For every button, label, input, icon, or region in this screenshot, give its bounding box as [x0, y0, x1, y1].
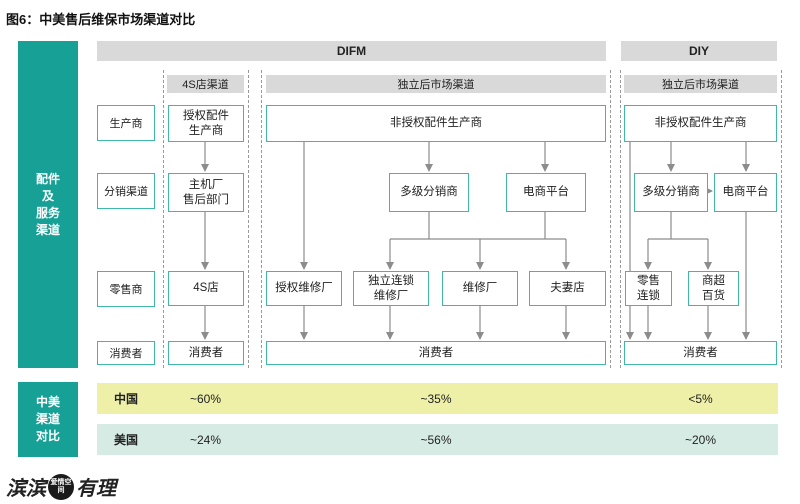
box-line: 非授权配件生产商 — [390, 117, 482, 129]
box-line: 百货 — [702, 289, 725, 302]
box-distributor-diy: 多级分销商 — [634, 173, 708, 212]
country-label-china: 中国 — [113, 392, 138, 406]
sidebar-comparison-label: 中美 渠道 对比 — [18, 382, 78, 457]
row-label-distribution: 分销渠道 — [97, 173, 155, 209]
box-line: 主机厂 — [188, 178, 224, 191]
sidebar-line: 渠道 — [35, 412, 60, 426]
box-line: 维修厂 — [462, 282, 498, 294]
box-ecommerce-diy: 电商平台 — [714, 173, 777, 212]
box-line: 生产商 — [188, 124, 224, 137]
share-dealer-usa: ~24% — [189, 432, 222, 447]
sidebar-parts-service-label: 配件 及 服务 渠道 — [18, 41, 78, 368]
box-supermarket: 商超 百货 — [688, 271, 739, 306]
row-label-consumer: 消费者 — [97, 341, 155, 365]
box-line: 连锁 — [637, 289, 660, 302]
box-line: 独立连锁 — [368, 274, 414, 287]
box-line: 多级分销商 — [642, 186, 700, 198]
box-line: 多级分销商 — [400, 186, 458, 198]
box-nonoem-producer-difm: 非授权配件生产商 — [266, 105, 606, 142]
row-label-producer: 生产商 — [97, 105, 155, 141]
group-divider — [610, 70, 611, 368]
sidebar-line: 渠道 — [35, 222, 60, 237]
header-difm: DIFM — [97, 41, 606, 61]
box-line: 授权配件 — [183, 109, 229, 122]
box-authorized-repair: 授权维修厂 — [266, 271, 342, 306]
box-line: 零售 — [637, 274, 660, 287]
sidebar-line: 中美 — [35, 395, 60, 409]
box-retail-chain: 零售 连锁 — [625, 271, 672, 306]
box-line: 维修厂 — [373, 289, 409, 302]
box-line: 授权维修厂 — [275, 282, 333, 294]
box-line: 非授权配件生产商 — [654, 117, 747, 129]
box-repair-shop: 维修厂 — [442, 271, 518, 306]
share-diy-china: <5% — [688, 391, 713, 406]
box-line: 售后部门 — [183, 193, 229, 206]
box-line: 4S店 — [193, 282, 219, 294]
box-nonoem-producer-diy: 非授权配件生产商 — [624, 105, 777, 142]
box-ecommerce-difm: 电商平台 — [506, 173, 586, 212]
box-line: 夫妻店 — [550, 282, 585, 294]
share-independent-china: ~35% — [420, 391, 452, 406]
sidebar-line: 对比 — [35, 429, 60, 443]
box-line: 消费者 — [418, 346, 454, 359]
subheader-independent-diy: 独立后市场渠道 — [624, 75, 777, 93]
group-divider — [163, 70, 164, 368]
page-title: 图6：中美售后维保市场渠道对比 — [6, 12, 196, 27]
sidebar-line: 及 — [41, 188, 54, 203]
sidebar-line: 服务 — [35, 205, 60, 220]
box-oem-aftersales: 主机厂 售后部门 — [168, 173, 244, 212]
group-divider — [781, 70, 782, 368]
comparison-row-china: 中国 ~60% ~35% <5% — [97, 383, 778, 414]
share-dealer-china: ~60% — [189, 391, 222, 406]
comparison-row-usa: 美国 ~24% ~56% ~20% — [97, 424, 778, 455]
box-line: 消费者 — [188, 346, 224, 359]
watermark-text-left: 滨滨 — [6, 478, 46, 500]
group-divider — [620, 70, 621, 368]
group-divider — [261, 70, 262, 368]
box-oem-parts-producer: 授权配件 生产商 — [168, 105, 244, 142]
subheader-dealer-channel: 4S店渠道 — [167, 75, 244, 93]
subheader-independent-difm: 独立后市场渠道 — [266, 75, 606, 93]
box-line: 电商平台 — [722, 186, 769, 198]
header-diy: DIY — [621, 41, 777, 61]
box-consumer-diy: 消费者 — [624, 341, 777, 365]
watermark-text-right: 有理 — [76, 478, 116, 500]
share-diy-usa: ~20% — [684, 432, 717, 447]
box-line: 消费者 — [683, 346, 718, 359]
country-label-usa: 美国 — [113, 433, 138, 447]
box-family-shop: 夫妻店 — [529, 271, 606, 306]
group-divider — [248, 70, 249, 368]
row-label-retailer: 零售商 — [97, 271, 155, 307]
share-independent-usa: ~56% — [420, 432, 452, 447]
box-distributor-difm: 多级分销商 — [389, 173, 469, 212]
box-consumer-difm: 消费者 — [266, 341, 606, 365]
box-4s-store: 4S店 — [168, 271, 244, 306]
box-line: 电商平台 — [523, 186, 569, 198]
box-line: 商超 — [702, 274, 725, 287]
box-chain-repair: 独立连锁 维修厂 — [353, 271, 429, 306]
watermark-logo: 滨滨 爱情空间 有理 — [6, 472, 116, 501]
box-consumer-dealer: 消费者 — [168, 341, 244, 365]
watermark-badge: 爱情空间 — [48, 473, 74, 500]
sidebar-line: 配件 — [35, 171, 60, 186]
